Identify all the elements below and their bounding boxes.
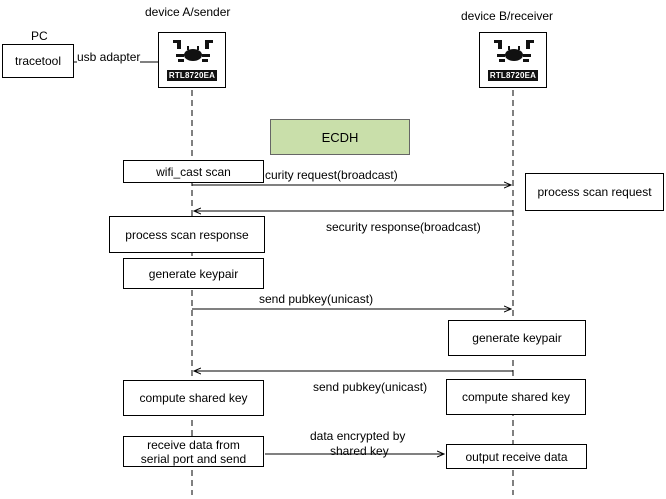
crab-logo-icon (494, 40, 534, 62)
generate-keypair-a-box: generate keypair (123, 258, 264, 289)
data-encrypted-label-2: shared key (330, 444, 389, 458)
device-a-chip: RTL8720EA (158, 32, 226, 88)
output-receive-data-box: output receive data (446, 444, 587, 469)
pc-label: PC (31, 29, 48, 43)
generate-keypair-b-box: generate keypair (448, 320, 586, 356)
process-scan-response-box: process scan response (109, 216, 265, 253)
compute-shared-key-a-box: compute shared key (123, 380, 264, 416)
receive-data-line2: serial port and send (140, 451, 247, 466)
tracetool-box: tracetool (2, 44, 74, 78)
process-scan-request-box: process scan request (525, 173, 664, 211)
receive-data-box: receive data from serial port and send (123, 436, 264, 467)
device-b-chip: RTL8720EA (479, 32, 547, 88)
ecdh-banner: ECDH (270, 119, 410, 155)
receive-data-line1: receive data from (147, 437, 240, 452)
security-response-label: security response(broadcast) (326, 220, 481, 234)
wifi-cast-scan-box: wifi_cast scan (123, 160, 264, 183)
device-b-label: device B/receiver (461, 9, 554, 23)
chip-model-label: RTL8720EA (167, 70, 217, 81)
device-a-label: device A/sender (145, 5, 231, 19)
compute-shared-key-b-box: compute shared key (446, 379, 586, 415)
crab-logo-icon (173, 40, 213, 62)
chip-model-label: RTL8720EA (488, 70, 538, 81)
data-encrypted-label-1: data encrypted by (310, 429, 406, 443)
usb-adapter-label: usb adapter (77, 50, 141, 64)
send-pubkey-b-label: send pubkey(unicast) (313, 380, 428, 394)
send-pubkey-a-label: send pubkey(unicast) (259, 292, 374, 306)
security-request-label: curity request(broadcast) (265, 168, 398, 182)
